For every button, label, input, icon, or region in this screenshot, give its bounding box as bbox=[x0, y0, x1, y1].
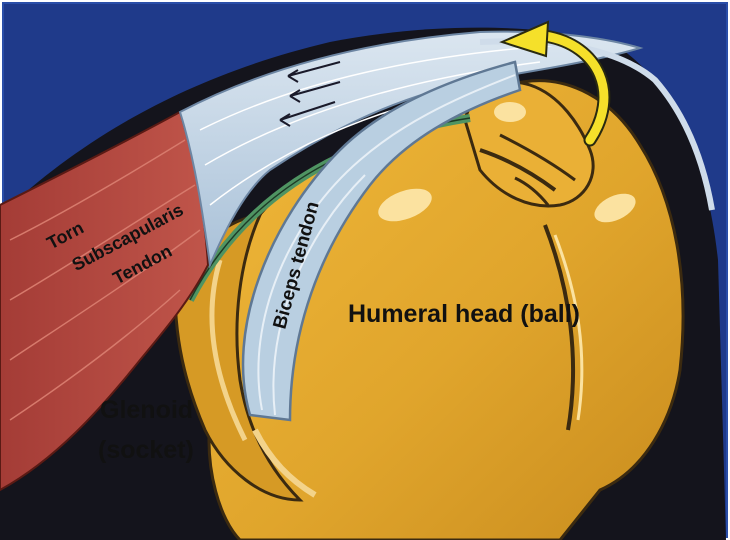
glenoid-label-line2: (socket) bbox=[98, 436, 194, 464]
humeral-head-label: Humeral head (ball) bbox=[348, 300, 580, 328]
bone-highlight-1 bbox=[494, 102, 526, 122]
glenoid-label-line1: Glenoid bbox=[100, 396, 193, 424]
